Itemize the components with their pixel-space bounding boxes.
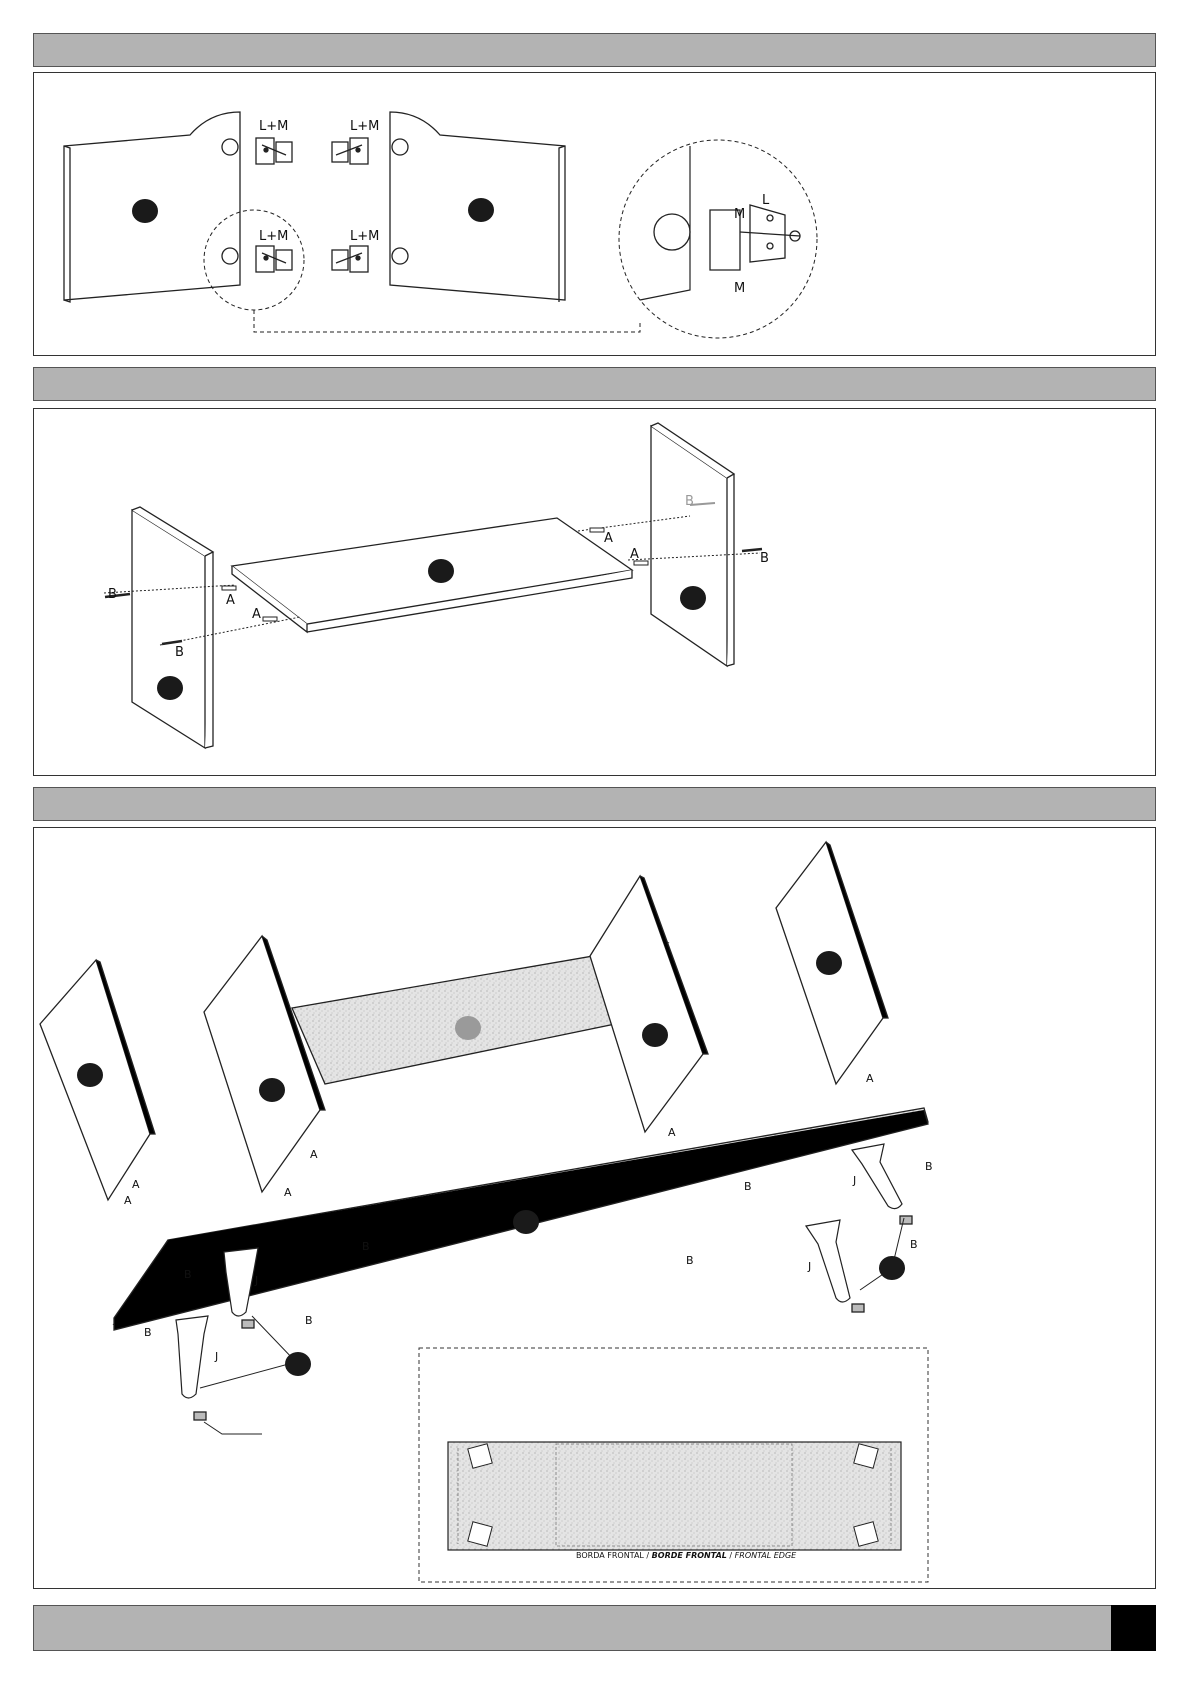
hinge-label: L+M — [259, 229, 288, 244]
part-marker-back-shelf — [455, 1016, 481, 1040]
fitting-label-b: B — [686, 1254, 694, 1267]
part-marker-inner-left — [259, 1078, 285, 1102]
fitting-label-b: B — [305, 1314, 313, 1327]
hairpin-leg — [176, 1316, 208, 1398]
step2-diagram — [40, 423, 1150, 752]
hairpin-leg — [852, 1144, 902, 1209]
fitting-label-a: A — [630, 547, 639, 562]
hinge-label: L+M — [350, 119, 379, 134]
hinge-top-left — [256, 138, 292, 164]
fitting-label-a: A — [604, 531, 613, 546]
fitting-label-b: B — [184, 1268, 192, 1281]
fitting-label-b: B — [925, 1160, 933, 1173]
part-marker-left-door — [132, 199, 158, 223]
part-marker-outer-right — [816, 951, 842, 975]
side-panel-inner-left — [204, 936, 320, 1192]
detail-label-m-top: M — [734, 207, 745, 222]
detail-label-m-bottom: M — [734, 281, 745, 296]
hinge-bottom-left — [256, 246, 292, 272]
frontal-edge-es: BORDE FRONTAL — [652, 1551, 727, 1560]
frontal-edge-en: FRONTAL EDGE — [735, 1551, 797, 1560]
leg-plate — [854, 1522, 878, 1546]
part-marker-outer-left — [77, 1063, 103, 1087]
hinge-label: L+M — [350, 229, 379, 244]
hairpin-leg — [806, 1220, 850, 1302]
fitting-label-j: J — [254, 1274, 258, 1287]
fitting-label-b: B — [685, 494, 694, 509]
part-marker-inner-right — [642, 1023, 668, 1047]
hinge-top-right — [332, 138, 368, 164]
fitting-label-a: A — [226, 593, 235, 608]
frontal-edge-pt: BORDA FRONTAL — [576, 1551, 644, 1560]
leg-plate — [468, 1522, 492, 1546]
fitting-label-a: A — [252, 607, 261, 622]
part-marker-right-side — [680, 586, 706, 610]
fitting-label-a: A — [310, 1148, 318, 1161]
fitting-label-a: A — [124, 1194, 132, 1207]
fitting-label-b: B — [744, 1180, 752, 1193]
part-marker-leg-left — [285, 1352, 311, 1376]
part-marker-leg-right — [879, 1256, 905, 1280]
hinge-label: L+M — [259, 119, 288, 134]
fitting-label-b: B — [760, 551, 769, 566]
bottom-view-detail: BORDA FRONTAL / BORDE FRONTAL / FRONTAL … — [419, 1348, 928, 1582]
fitting-label-a: A — [132, 1178, 140, 1191]
frontal-edge-caption: BORDA FRONTAL / BORDE FRONTAL / FRONTAL … — [576, 1551, 797, 1560]
fitting-label-a: A — [668, 1126, 676, 1139]
part-marker-base — [513, 1210, 539, 1234]
fitting-label-j: J — [852, 1174, 856, 1187]
step1-diagram — [40, 98, 1150, 338]
fitting-label-j: J — [214, 1350, 218, 1363]
fitting-label-b: B — [108, 587, 117, 602]
detail-label-l: L — [762, 193, 770, 208]
part-marker-right-door — [468, 198, 494, 222]
leg-plate — [468, 1444, 492, 1468]
base-bottom-view — [448, 1442, 901, 1550]
step3-diagram — [40, 842, 1150, 1434]
part-marker-shelf — [428, 559, 454, 583]
fitting-label-b: B — [144, 1326, 152, 1339]
fitting-label-a: A — [284, 1186, 292, 1199]
fitting-label-a: A — [866, 1072, 874, 1085]
hinge-bottom-right — [332, 246, 368, 272]
fitting-label-j: J — [807, 1260, 811, 1273]
part-marker-left-side — [157, 676, 183, 700]
fitting-label-b: B — [362, 1240, 370, 1253]
fitting-label-b: B — [910, 1238, 918, 1251]
fitting-label-b: B — [175, 645, 184, 660]
leg-plate — [854, 1444, 878, 1468]
